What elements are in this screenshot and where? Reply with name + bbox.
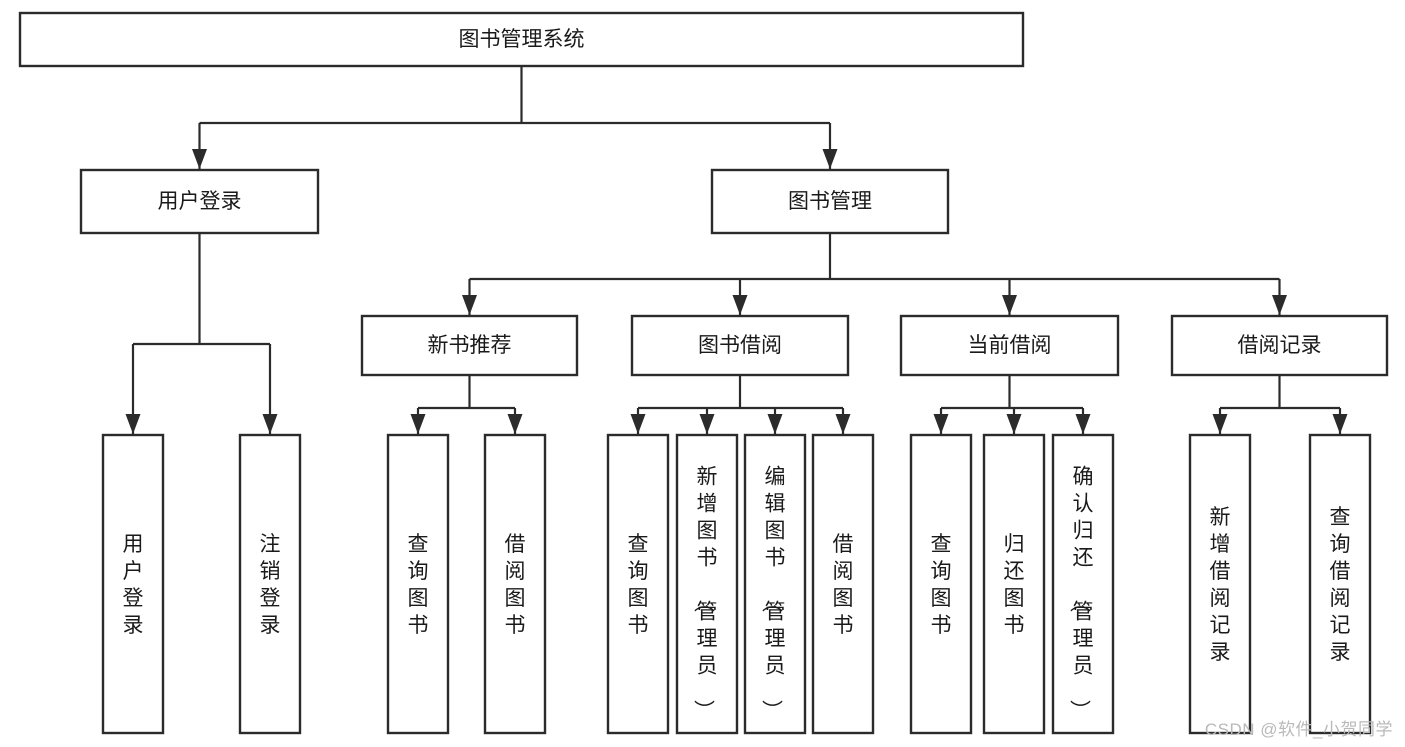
node-leaf-add-borrow-record-box [1188,433,1252,735]
node-leaf-return-book-label: 归还图书 [1004,533,1025,637]
node-layer: 图书管理系统用户登录图书管理新书推荐图书借阅当前借阅借阅记录用户登录注销登录查询… [18,11,1389,735]
node-leaf-query-book-2-box [606,433,670,735]
node-current-borrow[interactable]: 当前借阅 [899,314,1120,377]
node-root-system-box [18,11,1025,68]
node-root-system[interactable]: 图书管理系统 [18,11,1025,68]
node-leaf-query-borrow-record[interactable]: 查询借阅记录 [1308,433,1372,735]
node-leaf-edit-book-admin-label: 编辑图书（管理员） [760,466,786,721]
node-leaf-borrow-book-2-label: 借阅图书 [833,533,854,637]
node-book-manage-label: 图书管理 [788,190,872,213]
node-borrow-record-label: 借阅记录 [1238,334,1322,357]
node-leaf-add-book-admin[interactable]: 新增图书（管理员） [675,433,739,735]
node-leaf-user-logout[interactable]: 注销登录 [238,433,302,735]
node-book-manage-box [710,168,950,235]
node-book-borrow-box [630,314,850,377]
node-leaf-query-borrow-record-box [1308,433,1372,735]
node-leaf-borrow-book-2[interactable]: 借阅图书 [811,433,875,735]
node-leaf-add-borrow-record-label: 新增借阅记录 [1210,506,1231,664]
node-leaf-user-login[interactable]: 用户登录 [101,433,165,735]
node-leaf-add-borrow-record[interactable]: 新增借阅记录 [1188,433,1252,735]
node-leaf-query-book-1[interactable]: 查询图书 [386,433,450,735]
node-user-login-box [79,168,320,235]
node-leaf-add-book-admin-box [675,433,739,735]
node-leaf-query-book-3[interactable]: 查询图书 [909,433,973,735]
node-new-book-rec-label: 新书推荐 [428,334,512,357]
node-leaf-add-book-admin-label: 新增图书（管理员） [692,466,718,721]
node-borrow-record[interactable]: 借阅记录 [1170,314,1389,377]
node-leaf-query-book-3-label: 查询图书 [931,533,952,637]
node-leaf-query-book-2-label: 查询图书 [628,533,649,637]
node-new-book-rec-box [360,314,579,377]
node-current-borrow-box [899,314,1120,377]
node-leaf-query-book-1-box [386,433,450,735]
node-user-login[interactable]: 用户登录 [79,168,320,235]
node-leaf-borrow-book-1-box [483,433,547,735]
node-current-borrow-label: 当前借阅 [968,334,1052,357]
node-leaf-user-logout-box [238,433,302,735]
node-leaf-query-borrow-record-label: 查询借阅记录 [1330,506,1351,664]
node-book-borrow[interactable]: 图书借阅 [630,314,850,377]
node-leaf-borrow-book-2-box [811,433,875,735]
node-leaf-borrow-book-1[interactable]: 借阅图书 [483,433,547,735]
node-leaf-return-book[interactable]: 归还图书 [982,433,1046,735]
csdn-watermark: CSDN @软件_小贺同学 [1204,720,1393,739]
node-borrow-record-box [1170,314,1389,377]
node-leaf-borrow-book-1-label: 借阅图书 [505,533,526,637]
edge-layer [125,66,1348,434]
node-leaf-confirm-return-admin-box [1051,433,1115,735]
node-leaf-user-login-box [101,433,165,735]
node-leaf-confirm-return-admin-label: 确认归还（管理员） [1068,466,1094,721]
node-book-borrow-label: 图书借阅 [698,334,782,357]
node-book-manage[interactable]: 图书管理 [710,168,950,235]
node-new-book-rec[interactable]: 新书推荐 [360,314,579,377]
node-root-system-label: 图书管理系统 [459,28,585,51]
node-leaf-user-logout-label: 注销登录 [260,533,281,637]
node-leaf-query-book-3-box [909,433,973,735]
node-leaf-return-book-box [982,433,1046,735]
node-leaf-confirm-return-admin[interactable]: 确认归还（管理员） [1051,433,1115,735]
node-leaf-edit-book-admin[interactable]: 编辑图书（管理员） [743,433,807,735]
node-leaf-user-login-label: 用户登录 [123,533,144,637]
node-leaf-query-book-1-label: 查询图书 [408,533,429,637]
node-leaf-edit-book-admin-box [743,433,807,735]
node-user-login-label: 用户登录 [158,190,242,213]
node-leaf-query-book-2[interactable]: 查询图书 [606,433,670,735]
